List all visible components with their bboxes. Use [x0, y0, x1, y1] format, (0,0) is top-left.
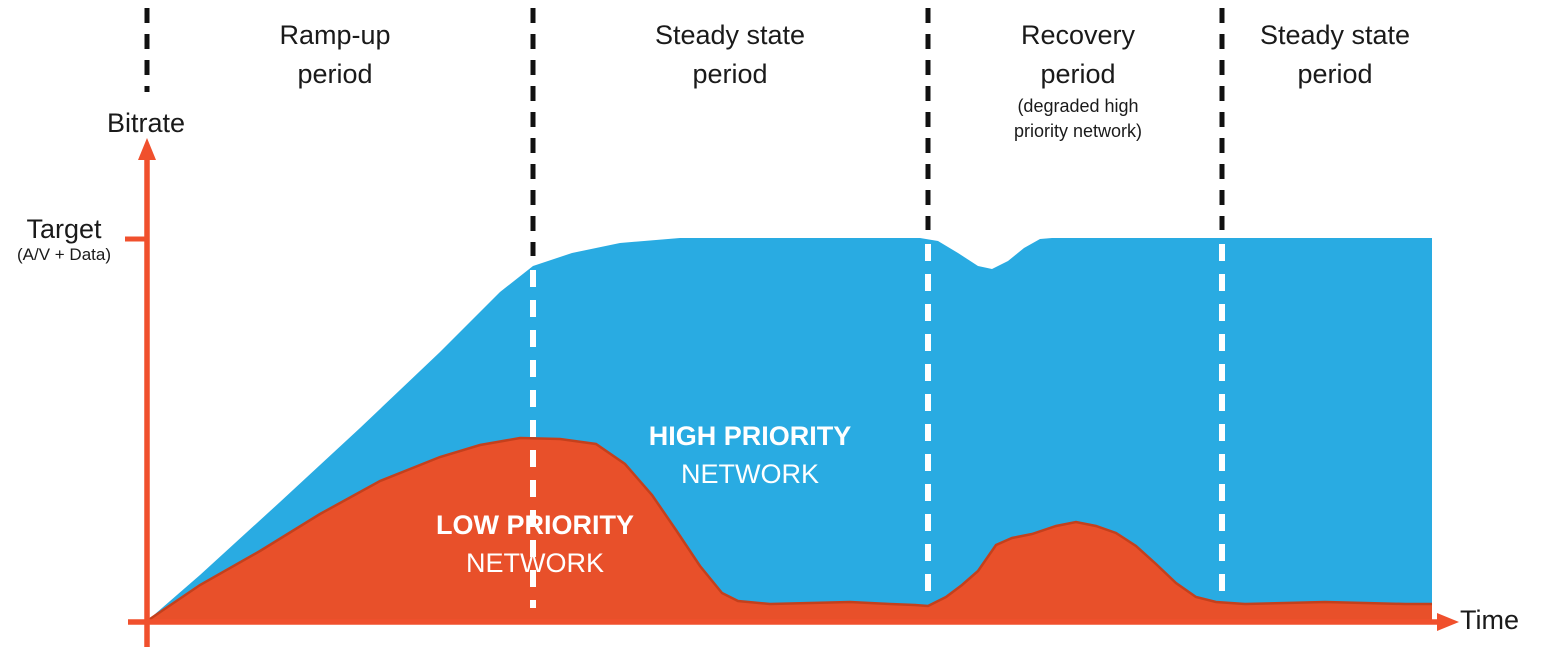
high-priority-network-label-line2: NETWORK — [680, 459, 819, 489]
y-axis-arrow-icon — [138, 138, 156, 160]
y-axis-label: Bitrate — [106, 108, 186, 138]
high-priority-network-label-line1: HIGH PRIORITY — [648, 421, 852, 451]
high-priority-network-label: HIGH PRIORITY NETWORK — [649, 417, 852, 493]
target-note-label: (A/V + Data) — [16, 245, 112, 264]
period-steady-state-1-label: Steady state period — [654, 20, 806, 89]
low-priority-area-edge — [146, 436, 1432, 623]
x-axis-arrow-icon — [1437, 613, 1459, 631]
period-recovery-label: Recovery period — [1020, 20, 1136, 89]
low-priority-network-label-line1: LOW PRIORITY — [436, 510, 634, 540]
low-priority-network-label: LOW PRIORITY NETWORK — [436, 506, 634, 582]
x-axis-label: Time — [1460, 605, 1519, 635]
target-label: Target — [26, 214, 102, 244]
period-ramp-up-label: Ramp-up period — [279, 20, 391, 89]
period-steady-state-2-label: Steady state period — [1259, 20, 1411, 89]
low-priority-area — [147, 438, 1432, 621]
period-recovery-sublabel: (degraded high priority network) — [1013, 96, 1143, 141]
low-priority-network-label-line2: NETWORK — [466, 548, 604, 578]
